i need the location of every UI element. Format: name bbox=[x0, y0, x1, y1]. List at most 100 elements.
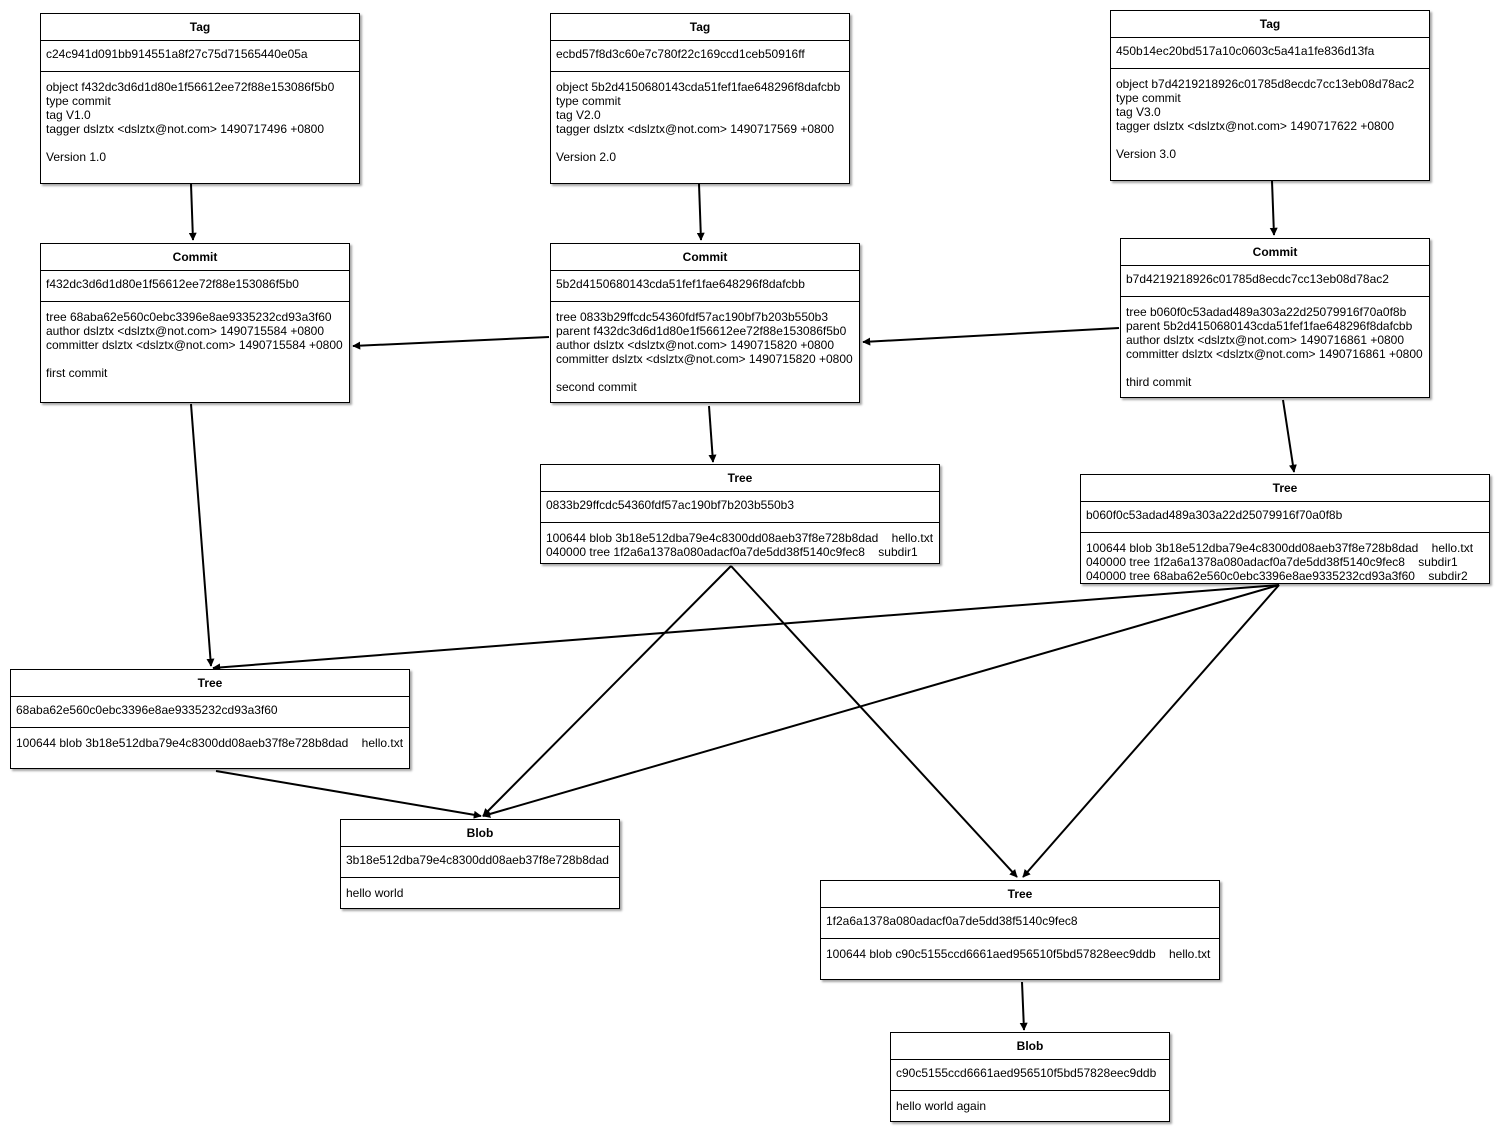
content-line: parent 5b2d4150680143cda51fef1fae648296f… bbox=[1126, 319, 1413, 333]
node-hash: 1f2a6a1378a080adacf0a7de5dd38f5140c9fec8 bbox=[821, 908, 1219, 939]
node-content: 100644 blob 3b18e512dba79e4c8300dd08aeb3… bbox=[11, 728, 409, 750]
content-line: type commit bbox=[46, 94, 111, 108]
edge-commit2-commit1 bbox=[352, 336, 550, 350]
node-type-label: Tree bbox=[11, 670, 409, 697]
node-content: tree b060f0c53adad489a303a22d25079916f70… bbox=[1121, 297, 1429, 389]
node-type-label: Commit bbox=[551, 244, 859, 271]
node-hash: 68aba62e560c0ebc3396e8ae9335232cd93a3f60 bbox=[11, 697, 409, 728]
content-line: committer dslztx <dslztx@not.com> 149071… bbox=[46, 338, 343, 352]
content-line: Version 3.0 bbox=[1116, 147, 1177, 161]
edge-tree3-treeSub bbox=[1022, 584, 1280, 878]
content-line: tag V2.0 bbox=[556, 108, 601, 122]
content-line: tag V3.0 bbox=[1116, 105, 1161, 119]
edge-tag3-commit3 bbox=[1269, 180, 1278, 236]
content-line: committer dslztx <dslztx@not.com> 149071… bbox=[1126, 347, 1423, 361]
node-type-label: Blob bbox=[891, 1033, 1169, 1060]
content-line bbox=[556, 136, 849, 150]
content-line: author dslztx <dslztx@not.com> 149071686… bbox=[1126, 333, 1405, 347]
node-hash: 3b18e512dba79e4c8300dd08aeb37f8e728b8dad bbox=[341, 847, 619, 878]
node-type-label: Commit bbox=[1121, 239, 1429, 266]
node-type-label: Tag bbox=[1111, 11, 1429, 38]
node-hash: 5b2d4150680143cda51fef1fae648296f8dafcbb bbox=[551, 271, 859, 302]
content-line bbox=[556, 366, 859, 380]
content-line: tree 0833b29ffcdc54360fdf57ac190bf7b203b… bbox=[556, 310, 829, 324]
content-line: tag V1.0 bbox=[46, 108, 91, 122]
node-hash: 0833b29ffcdc54360fdf57ac190bf7b203b550b3 bbox=[541, 492, 939, 523]
content-line: tree 68aba62e560c0ebc3396e8ae9335232cd93… bbox=[46, 310, 332, 324]
edge-commit3-commit2 bbox=[862, 327, 1120, 346]
content-line: 040000 tree 68aba62e560c0ebc3396e8ae9335… bbox=[1086, 569, 1468, 583]
node-hash: c24c941d091bb914551a8f27c75d71565440e05a bbox=[41, 41, 359, 72]
content-line bbox=[46, 352, 349, 366]
node-hash: f432dc3d6d1d80e1f56612ee72f88e153086f5b0 bbox=[41, 271, 349, 302]
node-content: tree 68aba62e560c0ebc3396e8ae9335232cd93… bbox=[41, 302, 349, 380]
content-line: hello world bbox=[346, 886, 404, 900]
edge-tree3-blob1 bbox=[482, 584, 1280, 818]
content-line: type commit bbox=[1116, 91, 1181, 105]
content-line: parent f432dc3d6d1d80e1f56612ee72f88e153… bbox=[556, 324, 847, 338]
edge-treeSub-blob2 bbox=[1019, 981, 1028, 1031]
node-type-label: Blob bbox=[341, 820, 619, 847]
edge-tree2-treeSub bbox=[730, 565, 1018, 878]
content-line: 100644 blob 3b18e512dba79e4c8300dd08aeb3… bbox=[16, 736, 404, 750]
node-type-label: Tag bbox=[551, 14, 849, 41]
content-line: 040000 tree 1f2a6a1378a080adacf0a7de5dd3… bbox=[546, 545, 918, 559]
node-type-label: Tag bbox=[41, 14, 359, 41]
node-hash: ecbd57f8d3c60e7c780f22c169ccd1ceb50916ff bbox=[551, 41, 849, 72]
edge-commit2-tree2 bbox=[708, 405, 717, 463]
content-line: 100644 blob 3b18e512dba79e4c8300dd08aeb3… bbox=[1086, 541, 1474, 555]
node-type-label: Tree bbox=[821, 881, 1219, 908]
edge-tag2-commit2 bbox=[696, 183, 705, 241]
node-content: object 5b2d4150680143cda51fef1fae648296f… bbox=[551, 72, 849, 164]
content-line: tagger dslztx <dslztx@not.com> 149071762… bbox=[1116, 119, 1395, 133]
content-line: object b7d4219218926c01785d8ecdc7cc13eb0… bbox=[1116, 77, 1415, 91]
node-hash: b7d4219218926c01785d8ecdc7cc13eb08d78ac2 bbox=[1121, 266, 1429, 297]
edge-tree2-blob1 bbox=[482, 565, 732, 817]
content-line: tagger dslztx <dslztx@not.com> 149071749… bbox=[46, 122, 325, 136]
content-line: object f432dc3d6d1d80e1f56612ee72f88e153… bbox=[46, 80, 335, 94]
node-content: object b7d4219218926c01785d8ecdc7cc13eb0… bbox=[1111, 69, 1429, 161]
edge-tag1-commit1 bbox=[188, 183, 197, 241]
content-line: first commit bbox=[46, 366, 108, 380]
node-hash: c90c5155ccd6661aed956510f5bd57828eec9ddb bbox=[891, 1060, 1169, 1091]
node-hash: b060f0c53adad489a303a22d25079916f70a0f8b bbox=[1081, 502, 1489, 533]
node-hash: 450b14ec20bd517a10c0603c5a41a1fe836d13fa bbox=[1111, 38, 1429, 69]
content-line: committer dslztx <dslztx@not.com> 149071… bbox=[556, 352, 853, 366]
edge-tree3-tree1 bbox=[212, 584, 1280, 672]
content-line bbox=[46, 136, 359, 150]
content-line: Version 2.0 bbox=[556, 150, 617, 164]
node-content: 100644 blob 3b18e512dba79e4c8300dd08aeb3… bbox=[1081, 533, 1489, 583]
content-line: type commit bbox=[556, 94, 621, 108]
node-type-label: Tree bbox=[541, 465, 939, 492]
content-line: second commit bbox=[556, 380, 637, 394]
content-line bbox=[1126, 361, 1429, 375]
content-line: tree b060f0c53adad489a303a22d25079916f70… bbox=[1126, 305, 1407, 319]
edge-commit3-tree3 bbox=[1282, 399, 1297, 473]
content-line: tagger dslztx <dslztx@not.com> 149071756… bbox=[556, 122, 835, 136]
node-content: object f432dc3d6d1d80e1f56612ee72f88e153… bbox=[41, 72, 359, 164]
edge-commit1-tree1 bbox=[190, 403, 215, 667]
edge-tree1-blob1 bbox=[215, 770, 482, 819]
content-line: 100644 blob 3b18e512dba79e4c8300dd08aeb3… bbox=[546, 531, 934, 545]
content-line: author dslztx <dslztx@not.com> 149071582… bbox=[556, 338, 835, 352]
node-content: 100644 blob 3b18e512dba79e4c8300dd08aeb3… bbox=[541, 523, 939, 559]
content-line: hello world again bbox=[896, 1099, 987, 1113]
content-line: third commit bbox=[1126, 375, 1192, 389]
node-type-label: Tree bbox=[1081, 475, 1489, 502]
content-line: 100644 blob c90c5155ccd6661aed956510f5bd… bbox=[826, 947, 1211, 961]
content-line: object 5b2d4150680143cda51fef1fae648296f… bbox=[556, 80, 841, 94]
node-content: 100644 blob c90c5155ccd6661aed956510f5bd… bbox=[821, 939, 1219, 961]
content-line: 040000 tree 1f2a6a1378a080adacf0a7de5dd3… bbox=[1086, 555, 1458, 569]
